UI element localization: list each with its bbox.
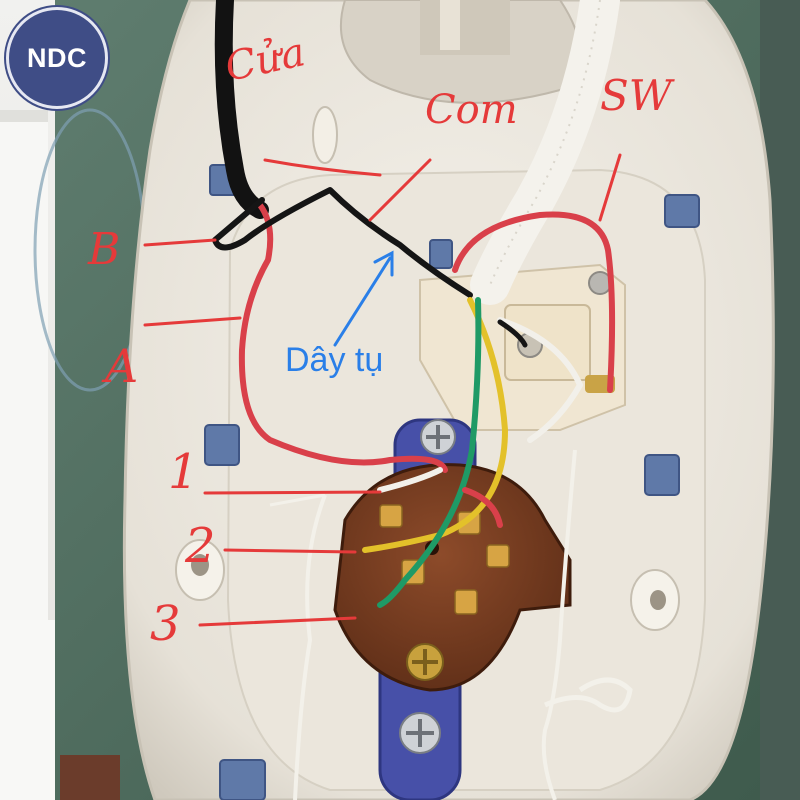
black-power-cable — [214, 0, 269, 219]
capacitor-arrow — [333, 250, 394, 347]
label-a: A — [105, 339, 139, 393]
green-wire — [377, 297, 482, 608]
white-wire — [377, 317, 583, 493]
label-com: Com — [425, 87, 518, 133]
label-pin-2: 2 — [185, 518, 216, 574]
red-wire-sw — [452, 211, 616, 393]
screw-posts — [175, 106, 680, 631]
yellow-wire — [362, 297, 508, 553]
black-capacitor-wire — [212, 187, 473, 298]
ndc-logo-badge: NDC — [6, 7, 108, 109]
wires — [212, 187, 616, 608]
label-pin-3: 3 — [150, 596, 181, 652]
annotation-lines — [143, 153, 622, 627]
badge-text: NDC — [27, 42, 87, 73]
label-sw: SW — [600, 71, 672, 120]
pull-string — [541, 449, 577, 800]
label-day-tu: Dây tụ — [285, 341, 384, 379]
red-wire-a — [238, 202, 448, 473]
label-pin-1: 1 — [168, 444, 199, 500]
label-b: B — [88, 224, 121, 275]
switch-block — [419, 263, 626, 431]
white-power-cable — [470, 0, 620, 305]
